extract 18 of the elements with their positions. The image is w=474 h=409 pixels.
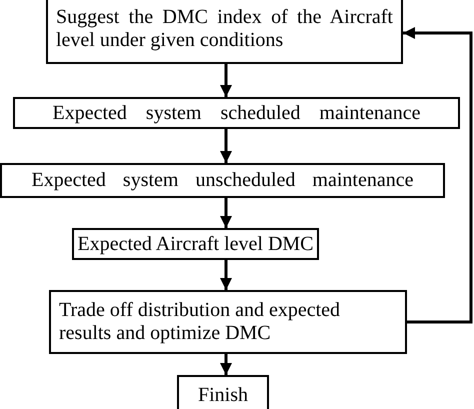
process-box (177, 375, 269, 409)
arrow (403, 27, 472, 324)
box-text: Expected system unscheduled maintenance (32, 169, 414, 192)
arrow (220, 64, 232, 97)
process-box (72, 228, 319, 260)
process-box (13, 97, 460, 129)
process-box (49, 290, 407, 354)
box-text: Expected system scheduled maintenance (52, 102, 420, 124)
process-box (46, 0, 403, 64)
box-text: Finish (198, 384, 248, 406)
arrow (220, 354, 232, 375)
process-box (0, 163, 445, 198)
box-text: Trade off distribution and expected results and optimize DMC (59, 299, 342, 345)
arrow (220, 198, 232, 228)
arrow (220, 260, 232, 290)
box-text: Suggest the DMC index of the Aircraft level under given conditions (56, 6, 393, 52)
box-text: Expected Aircraft level DMC (77, 232, 314, 256)
arrow (220, 129, 232, 163)
